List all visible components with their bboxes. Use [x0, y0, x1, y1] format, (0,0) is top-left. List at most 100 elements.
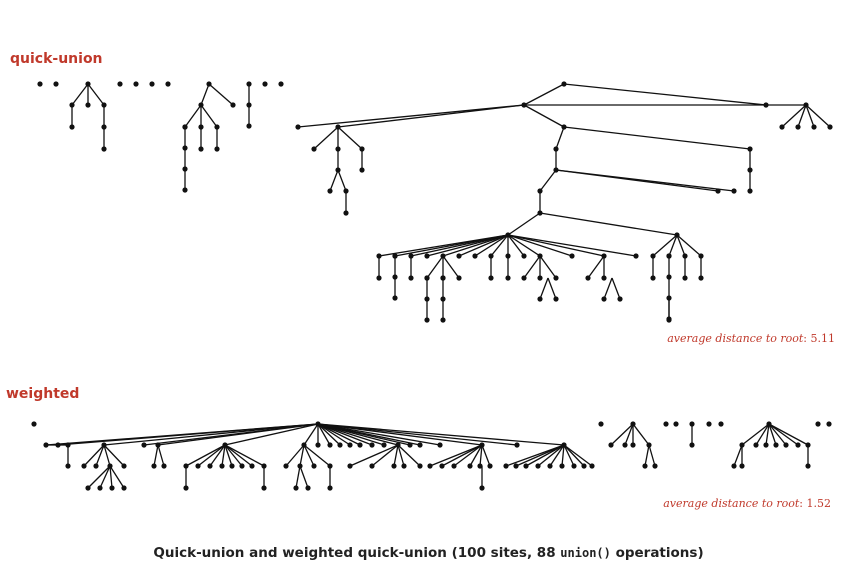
site-node [327, 188, 333, 194]
site-node [773, 442, 779, 448]
tree-edge [224, 423, 319, 446]
tree-edge [83, 444, 105, 467]
tree-edge [285, 444, 305, 467]
site-node [347, 442, 353, 448]
site-node [706, 421, 712, 427]
tree-edge [313, 126, 339, 150]
site-node [121, 485, 127, 491]
tree-edge [563, 126, 751, 150]
weighted-label: weighted [6, 386, 80, 402]
tree-edge [57, 423, 319, 446]
caption-before: Quick-union and weighted quick-union (10… [153, 545, 561, 561]
tree-edge [805, 104, 831, 128]
tree-edge [337, 169, 347, 192]
site-node [795, 124, 801, 130]
site-node [642, 463, 648, 469]
tree-edge [768, 423, 777, 446]
site-node [93, 463, 99, 469]
tree-edge [768, 423, 787, 446]
tree-edge [797, 104, 807, 128]
avg-value: 1.52 [806, 497, 832, 510]
tree-edge [337, 126, 363, 150]
avg-prefix: average distance to root [667, 332, 804, 345]
site-node [472, 253, 478, 259]
site-node [65, 463, 71, 469]
site-node [305, 485, 311, 491]
site-node [589, 463, 595, 469]
tree-edge [393, 444, 399, 467]
site-node [763, 442, 769, 448]
tree-edge [525, 444, 565, 467]
tree-edge [297, 104, 525, 128]
tree-edge [741, 423, 770, 446]
caption-after: operations) [610, 545, 704, 561]
site-node [601, 296, 607, 302]
tree-edge [563, 444, 585, 467]
site-node [652, 463, 658, 469]
tree-edge [221, 444, 226, 467]
site-node [779, 124, 785, 130]
tree-edge [317, 423, 351, 446]
tree-edge [224, 444, 253, 467]
site-node [439, 463, 445, 469]
tree-edge [337, 104, 525, 128]
site-node [826, 421, 832, 427]
tree-edge [768, 423, 809, 446]
site-node [731, 188, 737, 194]
tree-edge [71, 83, 89, 106]
tree-edge [469, 444, 483, 467]
tree-edge [537, 444, 565, 467]
tree-edge [755, 423, 770, 446]
quick-union-average-distance: average distance to root: 5.11 [667, 332, 835, 345]
tree-edge [676, 234, 686, 257]
weighted-average-distance: average distance to root: 1.52 [663, 497, 831, 510]
tree-edge [507, 234, 573, 257]
site-node [598, 421, 604, 427]
site-node [514, 442, 520, 448]
tree-edge [603, 277, 613, 300]
tree-edge [624, 423, 634, 446]
tree-edge [95, 444, 105, 467]
tree-edge [507, 234, 605, 257]
site-node [278, 81, 284, 87]
tree-edge [317, 423, 441, 446]
site-node [293, 485, 299, 491]
site-node [295, 124, 301, 130]
tree-edge [515, 444, 565, 467]
site-node [424, 253, 430, 259]
site-node [805, 463, 811, 469]
site-node [487, 463, 493, 469]
site-node [783, 442, 789, 448]
tree-edge [329, 169, 339, 192]
site-node [739, 463, 745, 469]
tree-edge [733, 444, 743, 467]
tree-edge [349, 444, 399, 467]
site-node [133, 81, 139, 87]
site-node [521, 253, 527, 259]
site-node [581, 463, 587, 469]
site-node [121, 463, 127, 469]
tree-edge [481, 444, 491, 467]
site-node [417, 463, 423, 469]
tree-edge [539, 212, 678, 236]
tree-edge [507, 234, 541, 257]
site-node [663, 421, 669, 427]
tree-edge [87, 465, 111, 489]
site-node [537, 296, 543, 302]
tree-edge [371, 444, 399, 467]
tree-edge [563, 83, 767, 106]
tree-edge [426, 255, 444, 279]
site-node [437, 442, 443, 448]
site-node [827, 124, 833, 130]
tree-edge [103, 444, 111, 467]
site-node [69, 124, 75, 130]
site-node [262, 81, 268, 87]
tree-edge [224, 444, 233, 467]
site-node [183, 485, 189, 491]
tree-edge [539, 277, 549, 300]
tree-edge [303, 444, 331, 467]
tree-edge [474, 234, 509, 257]
site-node [467, 463, 473, 469]
tree-edge [523, 104, 565, 128]
tree-edge [200, 104, 218, 128]
